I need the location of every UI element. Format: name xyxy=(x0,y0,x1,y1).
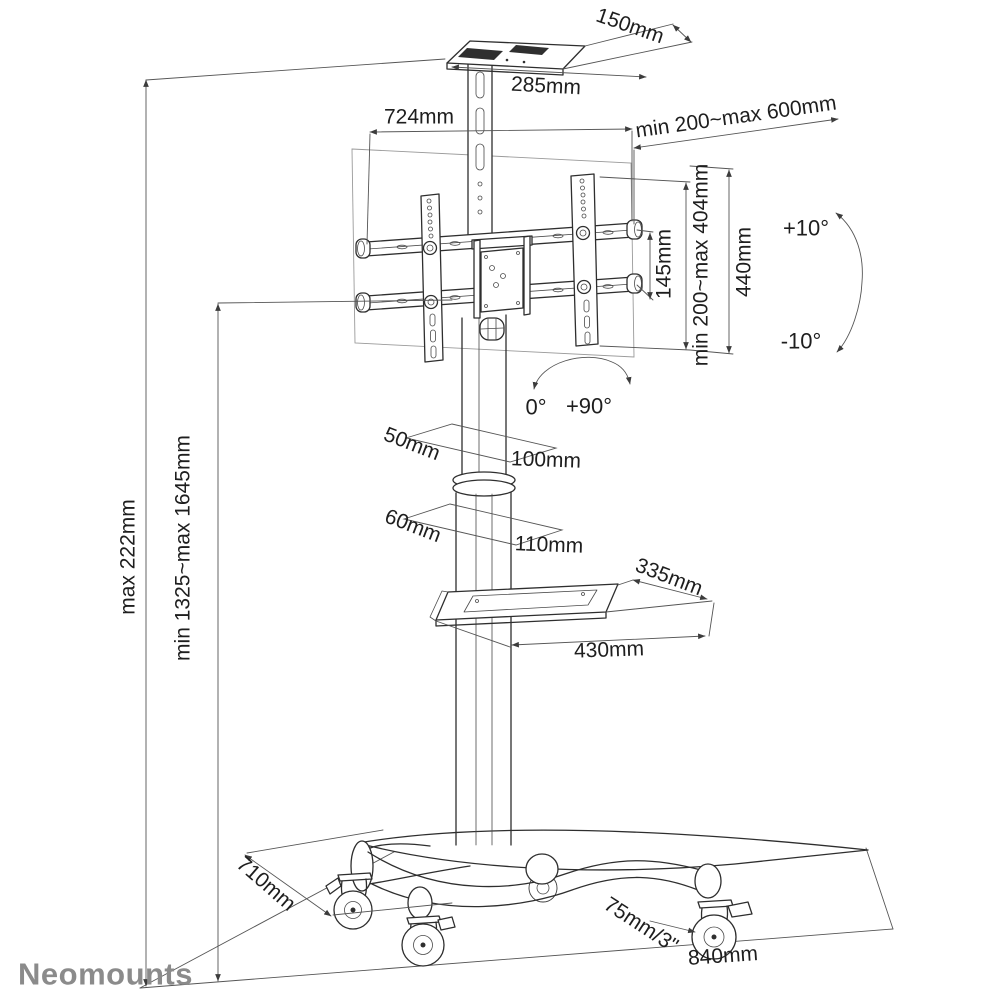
dim-label-tray-width: 285mm xyxy=(510,73,581,100)
base xyxy=(350,829,869,920)
caster-front-right xyxy=(691,899,753,960)
dim-label-tilt-up: +10° xyxy=(783,216,829,241)
brand-logo: Neomounts xyxy=(18,957,193,992)
dim-label-swivel-end: +90° xyxy=(566,394,612,419)
dim-label-tilt-down: -10° xyxy=(781,329,822,354)
dim-label-caster-size: 75mm/3" xyxy=(600,893,682,958)
top-av-tray xyxy=(446,40,586,237)
dim-label-upper-column-width: 100mm xyxy=(511,447,582,472)
dim-label-bracket-height: 440mm xyxy=(733,227,756,297)
dim-label-rail-gap: 145mm xyxy=(653,229,676,299)
dim-label-base-width: 840mm xyxy=(687,942,758,970)
swivel-arrow-icon xyxy=(532,356,632,390)
dim-label-swivel-start: 0° xyxy=(525,395,546,420)
dim-label-base-depth: 710mm xyxy=(232,852,300,915)
dim-label-lower-column-depth: 60mm xyxy=(382,505,445,547)
tilt-arrow-icon xyxy=(835,212,863,353)
caster-front-left xyxy=(401,915,456,967)
dimension-lines xyxy=(143,23,863,987)
vesa-strip-right xyxy=(570,173,599,347)
cable-hook xyxy=(479,317,505,341)
dim-label-height-range: min 1325~max 1645mm xyxy=(172,435,195,661)
tv-outline xyxy=(351,148,635,358)
dim-label-vesa-width-range: min 200~max 600mm xyxy=(634,92,838,143)
dim-label-column-travel: max 222mm xyxy=(117,499,140,615)
dim-label-vesa-height-range: min 200~max 404mm xyxy=(690,164,713,367)
dim-label-bracket-width: 724mm xyxy=(384,106,454,129)
caster-rear-left xyxy=(325,872,373,930)
center-plate xyxy=(471,235,533,319)
column xyxy=(452,314,516,846)
dim-label-shelf-width: 430mm xyxy=(574,637,645,662)
tv-bracket xyxy=(355,173,643,363)
vesa-strip-left xyxy=(420,193,444,363)
dim-label-shelf-depth: 335mm xyxy=(632,554,706,601)
media-shelf xyxy=(429,583,619,627)
dim-label-lower-column-width: 110mm xyxy=(514,532,583,557)
